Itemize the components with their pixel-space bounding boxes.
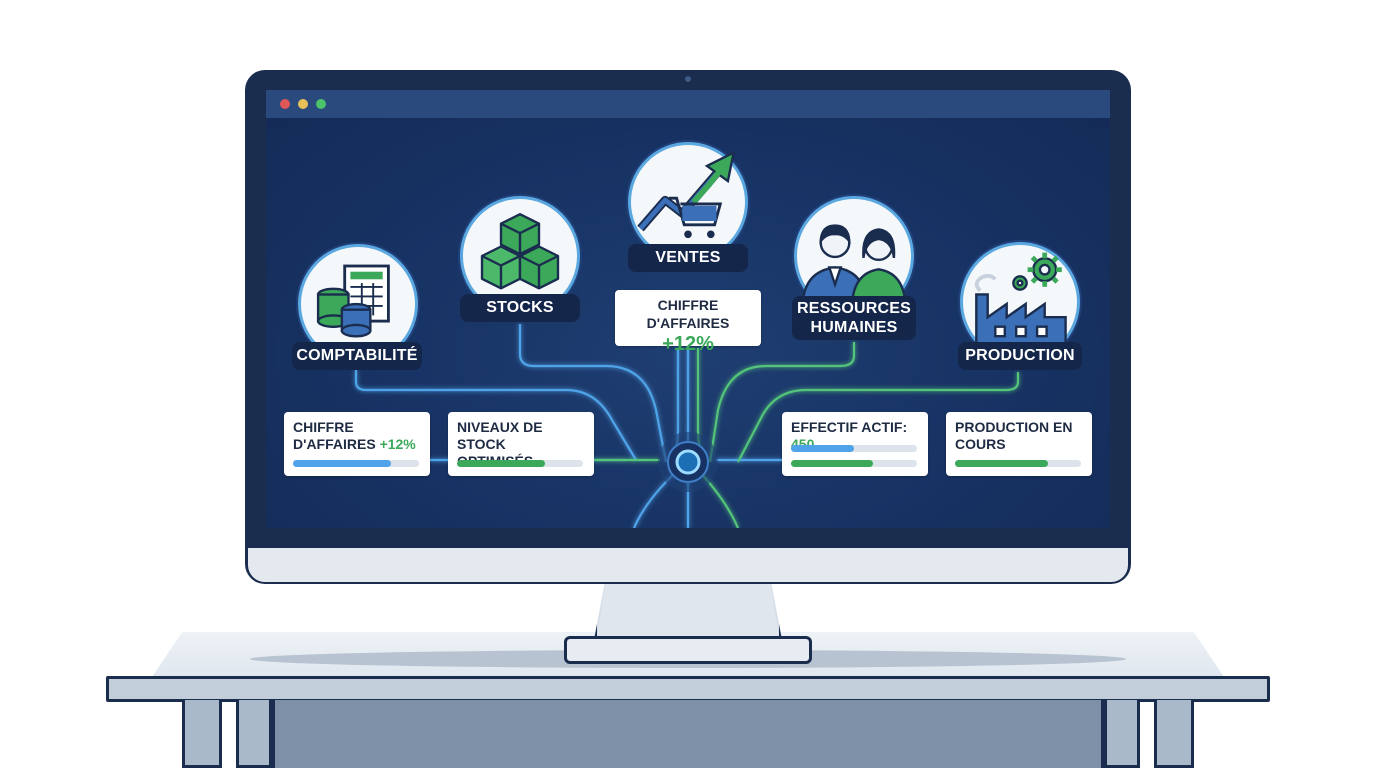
desk-panel: [272, 700, 1104, 768]
desk-top: [106, 676, 1270, 702]
compta-kpi-line1: CHIFFRE: [293, 419, 354, 435]
ventes-module-icon[interactable]: [628, 142, 748, 262]
rh-module-label[interactable]: RESSOURCES HUMAINES: [792, 296, 916, 340]
ventes-kpi-label: CHIFFRE D'AFFAIRES: [646, 297, 730, 331]
ventes-kpi-value: +12%: [662, 333, 714, 355]
desk-leg-left-outer: [182, 700, 222, 768]
monitor-chin: [248, 548, 1128, 582]
prod-progress-fill: [955, 460, 1049, 467]
screen: COMPTABILITÉ STOCKS: [266, 90, 1110, 528]
ventes-module-label[interactable]: VENTES: [628, 244, 748, 272]
prod-kpi-line2: COURS: [955, 436, 1006, 452]
rh-progress-bar-blue: [791, 445, 917, 452]
rh-label-line1: RESSOURCES: [796, 300, 912, 317]
hub-node-icon: [675, 449, 701, 475]
rh-kpi-card[interactable]: EFFECTIF ACTIF: 450: [782, 412, 928, 476]
desk-leg-right-inner: [1104, 700, 1140, 768]
stocks-module-label[interactable]: STOCKS: [460, 294, 580, 322]
desk-leg-right-outer: [1154, 700, 1194, 768]
stock-progress-fill: [457, 460, 546, 467]
rh-progress-fill-blue: [791, 445, 854, 452]
comptabilite-module-label[interactable]: COMPTABILITÉ: [292, 342, 422, 370]
desk-leg-left-inner: [236, 700, 272, 768]
rh-label-line2: HUMAINES: [810, 319, 898, 336]
close-window-button[interactable]: [280, 99, 290, 109]
stock-progress-bar: [457, 460, 583, 467]
window-titlebar: [266, 90, 1110, 118]
rh-progress-fill-green: [791, 460, 873, 467]
minimize-window-button[interactable]: [298, 99, 308, 109]
production-module-label[interactable]: PRODUCTION: [958, 342, 1082, 370]
compta-progress-bar: [293, 460, 419, 467]
ventes-kpi-card[interactable]: CHIFFRE D'AFFAIRES +12%: [615, 290, 761, 355]
compta-kpi-card[interactable]: CHIFFRE D'AFFAIRES +12%: [284, 412, 430, 476]
rh-progress-bar-green: [791, 460, 917, 467]
stock-kpi-line1: NIVEAUX DE STOCK: [457, 419, 543, 452]
compta-progress-fill: [293, 460, 392, 467]
compta-kpi-value: +12%: [379, 436, 416, 452]
compta-kpi-line2: D'AFFAIRES: [293, 436, 376, 452]
webcam-icon: [685, 76, 691, 82]
prod-kpi-card[interactable]: PRODUCTION EN COURS: [946, 412, 1092, 476]
rh-kpi-label: EFFECTIF ACTIF:: [791, 419, 908, 435]
monitor-stand-neck-fill: [597, 580, 779, 637]
monitor-stand-base: [564, 636, 812, 664]
prod-progress-bar: [955, 460, 1081, 467]
maximize-window-button[interactable]: [316, 99, 326, 109]
prod-kpi-line1: PRODUCTION EN: [955, 419, 1073, 435]
stock-kpi-card[interactable]: NIVEAUX DE STOCK OPTIMISÉS: [448, 412, 594, 476]
